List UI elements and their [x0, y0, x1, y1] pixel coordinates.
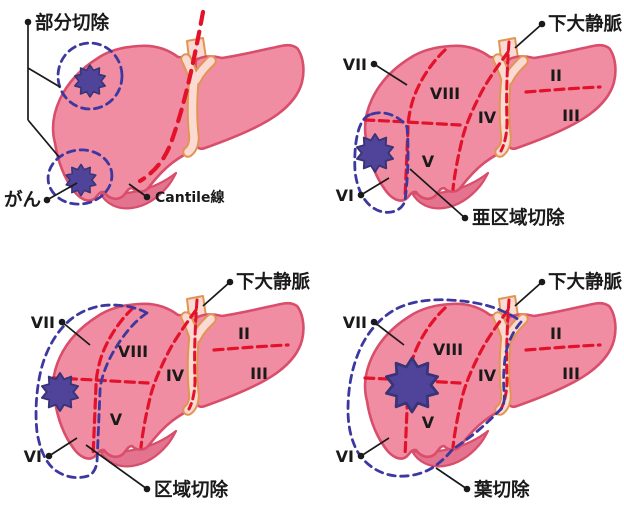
excision-outline-vi-vii	[34, 303, 150, 479]
leader-lines	[357, 278, 546, 493]
segment-vii-label: VII	[343, 313, 367, 332]
panel-segmentectomy: VII VI VIII IV V II III 下大静脈 区域切除	[24, 271, 311, 501]
panel-partial-resection: 部分切除 がん Cantile線	[4, 9, 312, 258]
leader-lines	[45, 278, 234, 493]
excision-outline-vi	[353, 111, 410, 214]
excision-outline-right-lobe	[346, 298, 523, 478]
ivc-label: 下大静脈	[236, 271, 311, 293]
segment-iv-label: IV	[478, 108, 497, 127]
panel-lobectomy: VII VI VIII IV V II III 下大静脈 葉切除	[336, 271, 623, 501]
segment-v-label: V	[422, 152, 435, 171]
segment-vii-label: VII	[31, 313, 55, 332]
segment-ii-label: II	[238, 324, 250, 343]
ivc-label: 下大静脈	[548, 271, 623, 293]
segment-ii-label: II	[550, 324, 562, 343]
segment-iii-label: III	[562, 106, 580, 125]
leader-lines	[24, 18, 151, 204]
cancer-label: がん	[4, 189, 41, 211]
segment-viii-label: VIII	[430, 84, 460, 103]
panel-title: 部分切除	[35, 12, 110, 34]
segment-labels: VII VI VIII IV V II III	[336, 55, 580, 205]
leader-lines	[357, 20, 546, 222]
segment-viii-label: VIII	[433, 340, 463, 359]
segment-ii-label: II	[550, 66, 562, 85]
excision-circle-lower	[46, 148, 114, 206]
segment-iii-label: III	[250, 364, 268, 383]
segment-labels: VII VI VIII IV V II III	[24, 313, 268, 466]
segment-iv-label: IV	[166, 366, 185, 385]
segment-vi-label: VI	[336, 186, 354, 205]
segment-v-label: V	[422, 413, 435, 432]
excision-circle-upper	[56, 41, 124, 111]
segment-iii-label: III	[562, 364, 580, 383]
segment-vi-label: VI	[336, 447, 354, 466]
cantlie-line	[137, 9, 206, 184]
segment-vi-label: VI	[24, 447, 42, 466]
segment-vii-label: VII	[343, 55, 367, 74]
cantlie-label: Cantile線	[155, 189, 224, 206]
segment-iv-label: IV	[478, 366, 497, 385]
panel-subsegmentectomy: VII VI VIII IV V II III 下大静脈 亜区域切除	[336, 13, 623, 229]
segment-labels: VII VI VIII IV V II III	[336, 313, 580, 466]
panel-title: 葉切除	[473, 479, 530, 501]
panel-title: 区域切除	[154, 479, 229, 501]
segment-v-label: V	[110, 410, 123, 429]
panel-title: 亜区域切除	[472, 207, 565, 229]
segment-viii-label: VIII	[118, 342, 148, 361]
ivc-label: 下大静脈	[548, 13, 623, 35]
